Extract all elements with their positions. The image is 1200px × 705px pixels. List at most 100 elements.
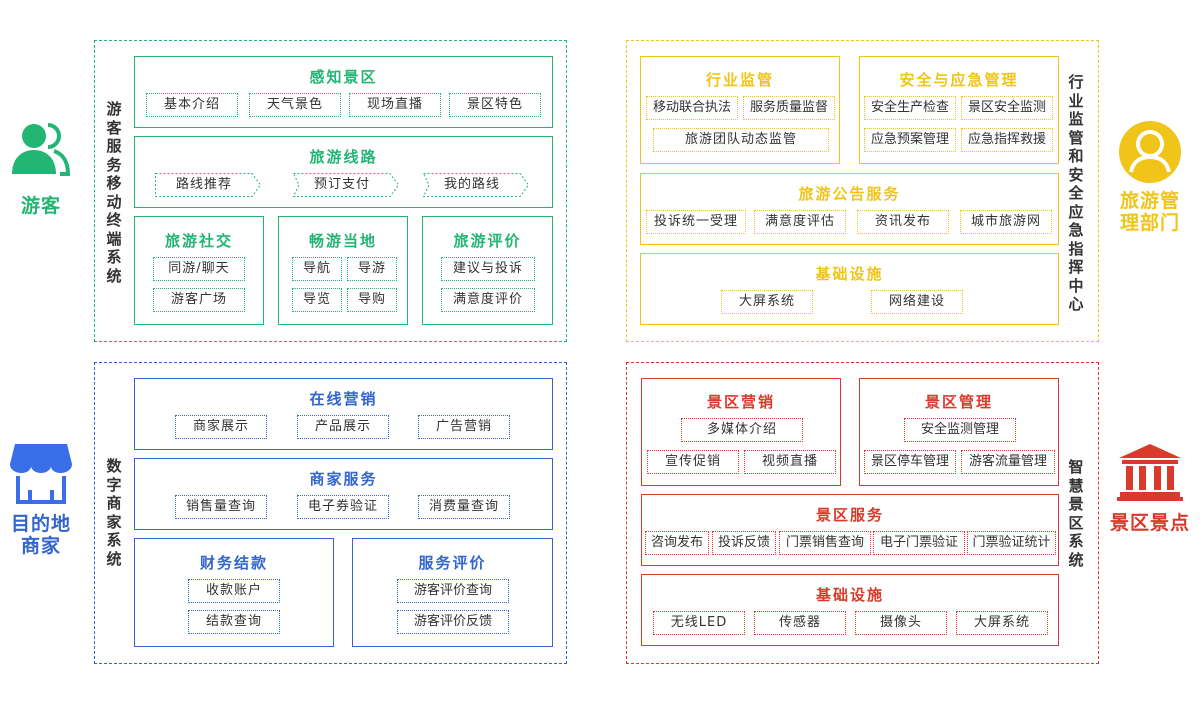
chip-scenic-big-screen[interactable]: 大屏系统 bbox=[956, 611, 1048, 635]
chip-city-portal[interactable]: 城市旅游网 bbox=[960, 210, 1052, 234]
smart-scenic-name: 智慧景区系统 bbox=[1068, 458, 1084, 569]
chip-tour[interactable]: 导览 bbox=[292, 288, 342, 312]
chip-features[interactable]: 景区特色 bbox=[449, 93, 541, 117]
routes-panel: 旅游线路 路线推荐 预订支付 我的路线 bbox=[134, 136, 553, 208]
chip-wireless-led[interactable]: 无线LED bbox=[653, 611, 745, 635]
chip-settlement-query[interactable]: 结款查询 bbox=[188, 610, 280, 634]
chip-video-live[interactable]: 视频直播 bbox=[744, 450, 836, 474]
chip-navigation[interactable]: 导航 bbox=[292, 257, 342, 281]
evaluation-title: 服务评价 bbox=[418, 554, 487, 572]
safety-title: 安全与应急管理 bbox=[899, 71, 1019, 89]
chip-merchant-display[interactable]: 商家展示 bbox=[175, 415, 267, 439]
chip-shopping-guide[interactable]: 导购 bbox=[347, 288, 397, 312]
scenic-quadrant bbox=[626, 362, 1099, 664]
chip-emergency-plan[interactable]: 应急预案管理 bbox=[864, 128, 956, 152]
chip-big-screen[interactable]: 大屏系统 bbox=[721, 290, 813, 314]
routes-title: 旅游线路 bbox=[309, 148, 378, 166]
chip-suggest-complain[interactable]: 建议与投诉 bbox=[441, 257, 535, 281]
scenic-marketing-title: 景区营销 bbox=[706, 393, 775, 411]
chip-basic-intro[interactable]: 基本介绍 bbox=[146, 93, 238, 117]
digital-merchant-name: 数字商家系统 bbox=[106, 457, 122, 568]
chip-companion-chat[interactable]: 同游/聊天 bbox=[153, 257, 245, 281]
chip-promotion[interactable]: 宣传促销 bbox=[647, 450, 739, 474]
chip-sensor[interactable]: 传感器 bbox=[754, 611, 846, 635]
chip-satisfaction[interactable]: 满意度评价 bbox=[441, 288, 535, 312]
tourist-quadrant bbox=[94, 40, 567, 342]
chip-network[interactable]: 网络建设 bbox=[871, 290, 963, 314]
local-panel: 畅游当地 导航 导游 导览 导购 bbox=[278, 216, 408, 325]
social-title: 旅游社交 bbox=[164, 232, 233, 250]
chip-joint-enforcement[interactable]: 移动联合执法 bbox=[646, 96, 738, 120]
notice-panel: 旅游公告服务 投诉统一受理 满意度评估 资讯发布 城市旅游网 bbox=[640, 173, 1059, 245]
dept-infra-title: 基础设施 bbox=[815, 265, 884, 283]
industry-center-name: 行业监管和安全应急指挥中心 bbox=[1068, 73, 1084, 313]
chip-live[interactable]: 现场直播 bbox=[349, 93, 441, 117]
chip-multimedia[interactable]: 多媒体介绍 bbox=[681, 418, 803, 442]
scenic-service-panel: 景区服务 咨询发布 投诉反馈 门票销售查询 电子门票验证 门票验证统计 bbox=[641, 494, 1059, 566]
chip-safety-monitor[interactable]: 安全监测管理 bbox=[904, 418, 1016, 442]
chip-sales-query[interactable]: 销售量查询 bbox=[175, 495, 267, 519]
chip-consumption-query[interactable]: 消费量查询 bbox=[418, 495, 510, 519]
chip-ticket-stats[interactable]: 门票验证统计 bbox=[967, 531, 1056, 555]
person-circle-icon bbox=[1119, 121, 1181, 183]
scenic-service-title: 景区服务 bbox=[815, 506, 884, 524]
chip-my-route[interactable]: 我的路线 bbox=[423, 173, 529, 197]
chip-guide[interactable]: 导游 bbox=[347, 257, 397, 281]
notice-title: 旅游公告服务 bbox=[798, 185, 901, 203]
chip-group-monitoring[interactable]: 旅游团队动态监管 bbox=[653, 128, 829, 152]
scenic-management-title: 景区管理 bbox=[924, 393, 993, 411]
tourist-label: 游客 bbox=[20, 195, 61, 217]
tourism-dept-label-line1: 旅游管 bbox=[1119, 190, 1180, 212]
safety-panel: 安全与应急管理 安全生产检查 景区安全监测 应急预案管理 应急指挥救援 bbox=[859, 56, 1059, 164]
merchant-service-title: 商家服务 bbox=[309, 470, 378, 488]
social-panel: 旅游社交 同游/聊天 游客广场 bbox=[134, 216, 264, 325]
chip-product-display[interactable]: 产品展示 bbox=[297, 415, 389, 439]
merchant-label-line1: 目的地 bbox=[10, 513, 71, 535]
chip-emergency-rescue[interactable]: 应急指挥救援 bbox=[961, 128, 1053, 152]
chip-production-check[interactable]: 安全生产检查 bbox=[864, 96, 956, 120]
review-title: 旅游评价 bbox=[453, 232, 522, 250]
chip-satisfaction-eval[interactable]: 满意度评估 bbox=[754, 210, 846, 234]
chip-payment-account[interactable]: 收款账户 bbox=[188, 579, 280, 603]
dept-infra-panel: 基础设施 大屏系统 网络建设 bbox=[640, 253, 1059, 325]
chip-booking[interactable]: 预订支付 bbox=[293, 173, 399, 197]
chip-quality-supervision[interactable]: 服务质量监督 bbox=[743, 96, 835, 120]
tourist-role: 游客 bbox=[0, 120, 82, 220]
perception-panel: 感知景区 基本介绍 天气景色 现场直播 景区特色 bbox=[134, 56, 553, 128]
industry-panel: 行业监管 移动联合执法 服务质量监督 旅游团队动态监管 bbox=[640, 56, 840, 164]
scenic-marketing-panel: 景区营销 多媒体介绍 宣传促销 视频直播 bbox=[641, 378, 841, 486]
chip-voucher-verify[interactable]: 电子券验证 bbox=[297, 495, 389, 519]
scenic-spot-role: 景区景点 bbox=[1104, 442, 1196, 542]
person-group-icon bbox=[12, 123, 71, 176]
tourism-dept-label-line2: 理部门 bbox=[1119, 212, 1180, 234]
local-title: 畅游当地 bbox=[308, 232, 377, 250]
evaluation-panel: 服务评价 游客评价查询 游客评价反馈 bbox=[352, 538, 553, 647]
scenic-spot-label: 景区景点 bbox=[1109, 512, 1190, 534]
chip-review-feedback[interactable]: 游客评价反馈 bbox=[397, 610, 509, 634]
merchant-quadrant bbox=[94, 362, 567, 664]
chip-complaint-feedback[interactable]: 投诉反馈 bbox=[712, 531, 776, 555]
chip-eticket-verify[interactable]: 电子门票验证 bbox=[873, 531, 965, 555]
chip-parking[interactable]: 景区停车管理 bbox=[864, 450, 956, 474]
shop-icon bbox=[10, 444, 72, 504]
chip-complaint-intake[interactable]: 投诉统一受理 bbox=[646, 210, 746, 234]
online-marketing-panel: 在线营销 商家展示 产品展示 广告营销 bbox=[134, 378, 553, 450]
scenic-infra-panel: 基础设施 无线LED 传感器 摄像头 大屏系统 bbox=[641, 574, 1059, 646]
chip-weather[interactable]: 天气景色 bbox=[249, 93, 341, 117]
chip-ad-marketing[interactable]: 广告营销 bbox=[418, 415, 510, 439]
chip-visitor-flow[interactable]: 游客流量管理 bbox=[961, 450, 1055, 474]
chip-review-query[interactable]: 游客评价查询 bbox=[397, 579, 509, 603]
chip-consult-release[interactable]: 咨询发布 bbox=[645, 531, 709, 555]
scenic-infra-title: 基础设施 bbox=[815, 586, 884, 604]
chip-ticket-sales[interactable]: 门票销售查询 bbox=[779, 531, 871, 555]
finance-panel: 财务结款 收款账户 结款查询 bbox=[134, 538, 334, 647]
chip-scenic-safety[interactable]: 景区安全监测 bbox=[961, 96, 1053, 120]
chip-camera[interactable]: 摄像头 bbox=[855, 611, 947, 635]
tourist-system-name: 游客服务移动终端系统 bbox=[106, 100, 122, 285]
chip-news-release[interactable]: 资讯发布 bbox=[857, 210, 949, 234]
review-panel: 旅游评价 建议与投诉 满意度评价 bbox=[422, 216, 553, 325]
tourism-dept-role: 旅游管 理部门 bbox=[1104, 120, 1196, 240]
chip-route-recommend[interactable]: 路线推荐 bbox=[155, 173, 261, 197]
merchant-label-line2: 商家 bbox=[20, 535, 61, 557]
chip-tourist-plaza[interactable]: 游客广场 bbox=[153, 288, 245, 312]
